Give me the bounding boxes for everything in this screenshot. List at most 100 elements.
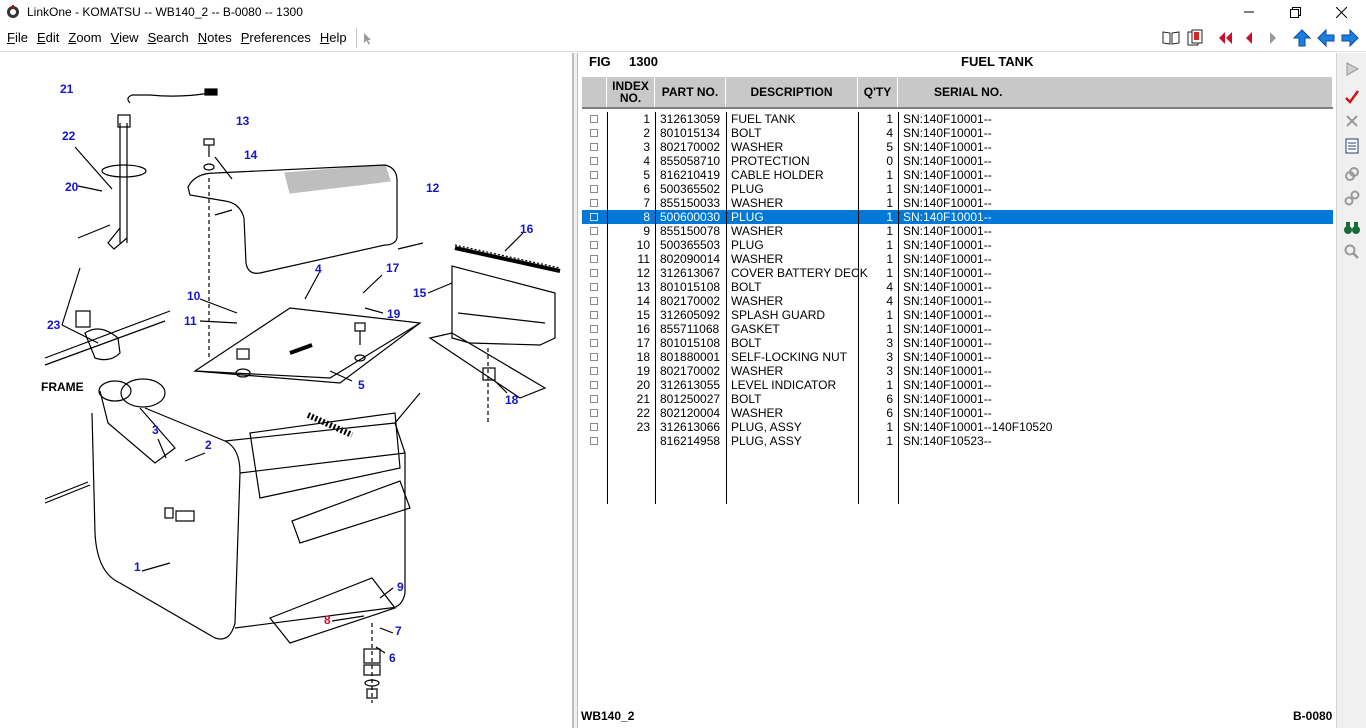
bookmark-button[interactable] [1184, 27, 1206, 49]
row-checkbox[interactable] [590, 227, 598, 235]
remove-button[interactable] [1341, 110, 1363, 132]
callout-20[interactable]: 20 [65, 180, 79, 194]
find-button[interactable] [1341, 217, 1363, 239]
row-checkbox[interactable] [590, 199, 598, 207]
row-checkbox[interactable] [590, 367, 598, 375]
row-checkbox[interactable] [590, 353, 598, 361]
row-checkbox[interactable] [590, 423, 598, 431]
row-checkbox[interactable] [590, 255, 598, 263]
close-button[interactable] [1318, 0, 1364, 24]
callout-22[interactable]: 22 [62, 129, 76, 143]
callout-2[interactable]: 2 [205, 438, 212, 452]
list-button[interactable] [1341, 135, 1363, 157]
menu-view[interactable]: View [110, 30, 139, 45]
callout-18[interactable]: 18 [505, 393, 519, 407]
callout-13[interactable]: 13 [236, 114, 250, 128]
menu-zoom[interactable]: Zoom [68, 30, 102, 45]
callout-5[interactable]: 5 [358, 378, 365, 392]
callout-4[interactable]: 4 [315, 262, 322, 276]
up-button[interactable] [1291, 27, 1313, 49]
row-checkbox[interactable] [590, 297, 598, 305]
maximize-button[interactable] [1272, 0, 1318, 24]
row-checkbox[interactable] [590, 143, 598, 151]
column-header-description[interactable]: DESCRIPTION [726, 77, 858, 107]
callout-7[interactable]: 7 [395, 624, 402, 638]
row-checkbox[interactable] [590, 171, 598, 179]
forward-button[interactable] [1339, 27, 1361, 49]
row-checkbox[interactable] [590, 157, 598, 165]
menu-edit[interactable]: Edit [36, 30, 60, 45]
menu-file[interactable]: File [7, 30, 28, 45]
pointer-icon[interactable] [361, 31, 375, 45]
row-checkbox[interactable] [590, 185, 598, 193]
zoom-button[interactable] [1341, 241, 1363, 263]
callout-9[interactable]: 9 [397, 580, 404, 594]
menu-preferences[interactable]: Preferences [240, 30, 311, 45]
callout-19[interactable]: 19 [387, 307, 401, 321]
next-page-button[interactable] [1262, 27, 1284, 49]
link-button[interactable] [1341, 163, 1363, 185]
callout-8[interactable]: 8 [324, 613, 331, 627]
row-checkbox[interactable] [590, 381, 598, 389]
callout-10[interactable]: 10 [187, 289, 201, 303]
callout-3[interactable]: 3 [152, 423, 159, 437]
column-header-part-no[interactable]: PART NO. [655, 77, 726, 107]
pane-splitter[interactable] [573, 53, 578, 728]
row-checkbox[interactable] [590, 339, 598, 347]
fuel-tank-exploded-drawing[interactable] [0, 53, 573, 728]
book-button[interactable] [1160, 27, 1182, 49]
unlink-button[interactable] [1341, 187, 1363, 209]
callout-6[interactable]: 6 [389, 651, 396, 665]
callout-21[interactable]: 21 [60, 82, 74, 96]
minimize-button[interactable] [1226, 0, 1272, 24]
row-checkbox[interactable] [590, 241, 598, 249]
row-checkbox[interactable] [590, 311, 598, 319]
callout-15[interactable]: 15 [413, 286, 427, 300]
row-checkbox[interactable] [590, 325, 598, 333]
row-checkbox[interactable] [590, 283, 598, 291]
column-header-index[interactable]: INDEX NO. [607, 77, 655, 107]
callout-17[interactable]: 17 [386, 261, 400, 275]
column-header-qty[interactable]: Q'TY [858, 77, 898, 107]
menu-search[interactable]: Search [147, 30, 189, 45]
row-checkbox[interactable] [590, 437, 598, 445]
menu-help[interactable]: Help [319, 30, 347, 45]
callout-23[interactable]: 23 [47, 318, 61, 332]
illustration-pane[interactable]: 21 22 20 13 14 12 16 4 17 15 10 11 19 23… [0, 53, 573, 728]
play-button[interactable] [1341, 58, 1363, 80]
row-checkbox[interactable] [590, 213, 598, 221]
back-button[interactable] [1315, 27, 1337, 49]
menu-notes[interactable]: Notes [197, 30, 232, 45]
check-button[interactable] [1341, 86, 1363, 108]
row-checkbox[interactable] [590, 395, 598, 403]
row-checkbox[interactable] [590, 409, 598, 417]
callout-12[interactable]: 12 [426, 181, 440, 195]
callout-14[interactable]: 14 [244, 148, 258, 162]
callout-1[interactable]: 1 [134, 560, 141, 574]
previous-page-button[interactable] [1238, 27, 1260, 49]
column-header-serial-no[interactable]: SERIAL NO. [898, 77, 1333, 107]
